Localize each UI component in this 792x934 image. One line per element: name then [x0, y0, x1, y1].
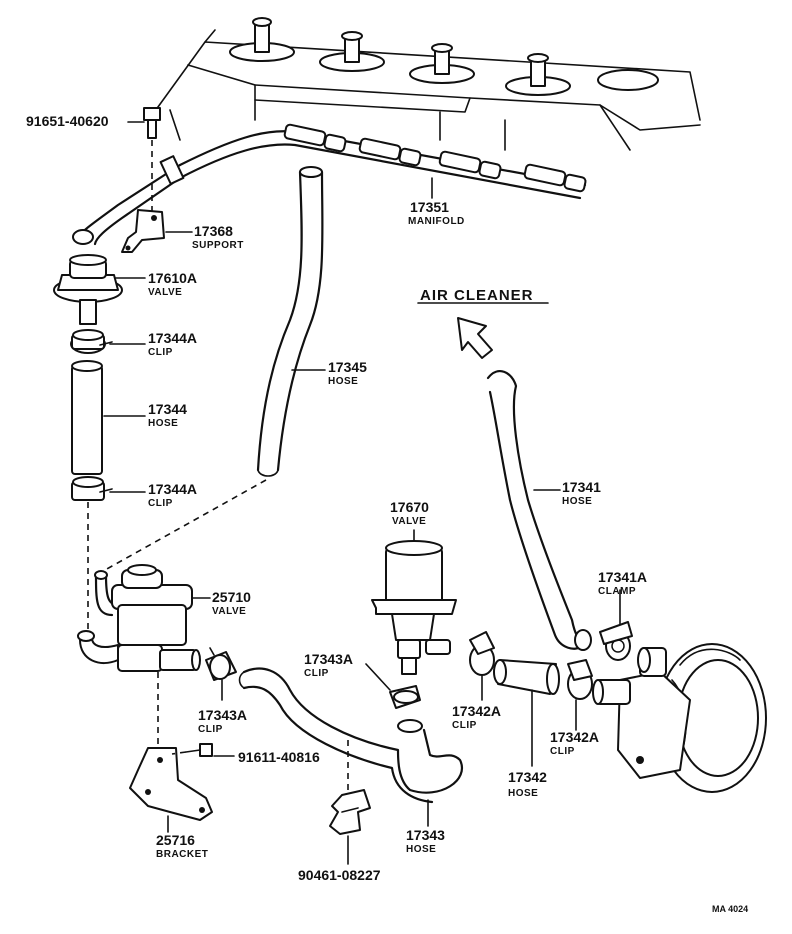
name-17344A-bottom: CLIP [148, 498, 173, 509]
spark-plug-boss [505, 53, 571, 96]
name-17610A: VALVE [148, 287, 182, 298]
label-17342A-left: 17342A [452, 703, 501, 719]
label-17344A-bottom: 17344A [148, 481, 197, 497]
label-17670: 17670 [390, 499, 429, 515]
clip-17342A-left [469, 631, 495, 701]
name-17341A: CLAMP [598, 586, 636, 597]
valve-25710 [77, 564, 211, 672]
name-17344: HOSE [148, 418, 178, 429]
name-17341: HOSE [562, 496, 592, 507]
clip-17342A-right [567, 659, 593, 731]
air-pump [592, 643, 767, 793]
name-17342: HOSE [508, 788, 538, 799]
air-nozzle [283, 123, 347, 153]
hose-17341 [486, 370, 592, 651]
spark-plug-boss [409, 43, 475, 84]
label-17343: 17343 [406, 827, 445, 843]
bracket-25716 [129, 747, 213, 833]
hose-17342 [493, 659, 560, 767]
clamp-17341A [599, 589, 633, 661]
air-nozzle [358, 137, 422, 167]
label-17342A-right: 17342A [550, 729, 599, 745]
label-17344A-top: 17344A [148, 330, 197, 346]
label-91651-40620: 91651-40620 [26, 113, 109, 129]
label-17368: 17368 [194, 223, 233, 239]
clip-17344A-bottom [71, 476, 146, 501]
label-25716: 25716 [156, 832, 195, 848]
name-17351: MANIFOLD [408, 216, 465, 227]
label-17610A: 17610A [148, 270, 197, 286]
spark-plug-boss [229, 17, 295, 62]
air-cleaner-arrow [417, 302, 549, 359]
name-17342A-right: CLIP [550, 746, 575, 757]
clamp-90461 [329, 789, 371, 865]
bolt-91651 [127, 107, 161, 139]
label-91611-40816: 91611-40816 [238, 749, 320, 765]
clip-17343A-mid [365, 663, 421, 709]
hose-17345 [256, 166, 326, 477]
valve-17610A [53, 254, 146, 325]
name-17343: HOSE [406, 844, 436, 855]
name-17670: VALVE [392, 516, 426, 527]
support-17368 [121, 209, 193, 253]
valve-17670 [371, 529, 457, 675]
air-nozzle [438, 150, 502, 180]
label-17343A-mid: 17343A [304, 651, 353, 667]
name-17345: HOSE [328, 376, 358, 387]
label-17344: 17344 [148, 401, 187, 417]
label-17341A: 17341A [598, 569, 647, 585]
figure-code: MA 4024 [712, 904, 748, 914]
spark-plug-boss [319, 31, 385, 72]
label-25710: 25710 [212, 589, 251, 605]
air-nozzle [523, 163, 587, 193]
clip-17344A-top [70, 329, 146, 354]
name-17343A-left: CLIP [198, 724, 223, 735]
name-17368: SUPPORT [192, 240, 244, 251]
name-17344A-top: CLIP [148, 347, 173, 358]
label-17342: 17342 [508, 769, 547, 785]
hose-17343 [238, 667, 463, 827]
clip-17343A-left [205, 647, 237, 701]
air-cleaner-label: AIR CLEANER [420, 287, 534, 304]
name-17342A-left: CLIP [452, 720, 477, 731]
name-17343A-mid: CLIP [304, 668, 329, 679]
label-17351: 17351 [410, 199, 449, 215]
label-17343A-left: 17343A [198, 707, 247, 723]
manifold-17351 [72, 123, 587, 246]
name-25716: BRACKET [156, 849, 208, 860]
label-17345: 17345 [328, 359, 367, 375]
cylinder-head [149, 17, 701, 151]
label-17341: 17341 [562, 479, 601, 495]
hose-17344 [71, 360, 146, 475]
bolt-91611 [171, 743, 235, 757]
label-90461-08227: 90461-08227 [298, 867, 381, 883]
name-25710: VALVE [212, 606, 246, 617]
cap [597, 69, 659, 91]
